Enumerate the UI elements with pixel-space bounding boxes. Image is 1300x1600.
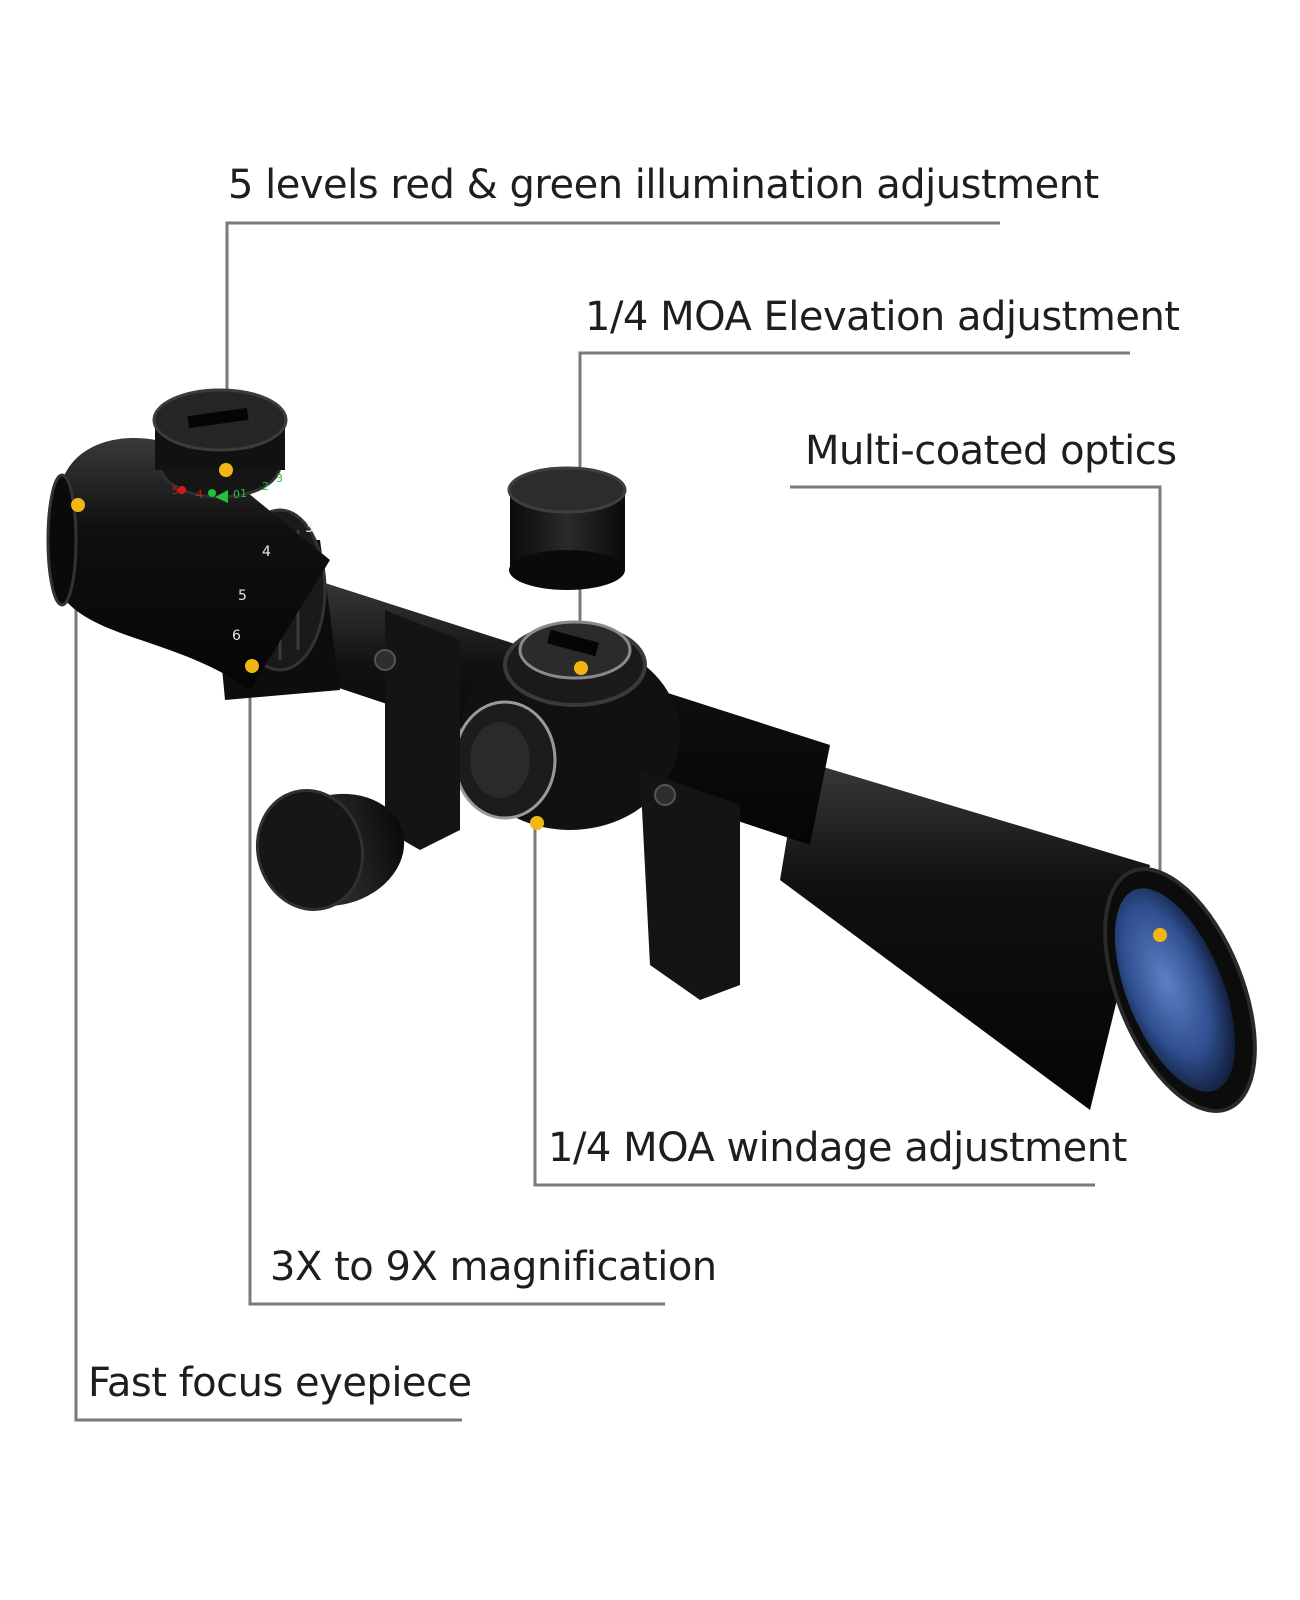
label-magnification: 3X to 9X magnification <box>270 1244 717 1290</box>
illumination-knob-slot <box>187 407 249 429</box>
eyepiece-end <box>46 473 78 607</box>
callout-dot-eyepiece <box>71 498 85 512</box>
front-ring-screw-icon <box>654 784 676 806</box>
callout-dots <box>71 463 1167 942</box>
rifle-scope <box>46 388 1257 1113</box>
illum-mark: 1 <box>240 487 247 500</box>
illum-mark: 4 <box>196 488 203 501</box>
label-illumination: 5 levels red & green illumination adjust… <box>228 162 1099 208</box>
illum-mark: 2 <box>262 480 269 493</box>
illumination-red-marker-icon <box>178 486 186 494</box>
callout-dot-magnification <box>245 659 259 673</box>
rear-ring-screw-icon <box>374 649 396 671</box>
mag-mark: 6 <box>232 628 241 644</box>
label-elevation: 1/4 MOA Elevation adjustment <box>585 294 1180 340</box>
label-optics: Multi-coated optics <box>805 428 1177 474</box>
mag-mark: 5 <box>238 588 247 604</box>
windage-cap <box>255 789 405 911</box>
callout-dot-illumination <box>219 463 233 477</box>
callout-dot-windage <box>530 816 544 830</box>
elevation-cap <box>507 466 627 590</box>
elevation-turret-slot <box>547 629 599 657</box>
illum-mark: 3 <box>276 472 283 485</box>
eyepiece-body <box>60 437 330 690</box>
front-ring-mount <box>640 770 740 1000</box>
windage-turret-face <box>470 722 530 798</box>
mag-mark: 3 <box>305 520 314 536</box>
callout-dot-elevation <box>574 661 588 675</box>
leader-illumination <box>225 221 1000 460</box>
leader-eyepiece <box>74 502 462 1422</box>
leader-windage <box>533 818 1095 1187</box>
magnification-dial-marks: 3 4 5 6 <box>232 520 314 644</box>
rear-ring-mount <box>385 610 460 850</box>
mag-mark: 4 <box>262 544 271 560</box>
leader-lines <box>74 221 1162 1422</box>
illumination-dial-marks: 0 1 2 3 4 5 <box>172 472 283 501</box>
objective-lens-icon <box>1114 888 1236 1092</box>
illumination-green-marker-icon <box>208 489 216 497</box>
illum-mark: 5 <box>172 484 179 497</box>
callout-dot-optics <box>1153 928 1167 942</box>
leader-elevation <box>578 351 1130 660</box>
leader-optics <box>790 485 1162 926</box>
label-windage: 1/4 MOA windage adjustment <box>548 1125 1127 1171</box>
leader-magnification <box>248 662 665 1306</box>
illumination-pointer-icon <box>215 490 228 503</box>
objective-bell <box>780 760 1150 1110</box>
illum-mark: 0 <box>233 488 240 501</box>
label-eyepiece: Fast focus eyepiece <box>88 1360 472 1406</box>
